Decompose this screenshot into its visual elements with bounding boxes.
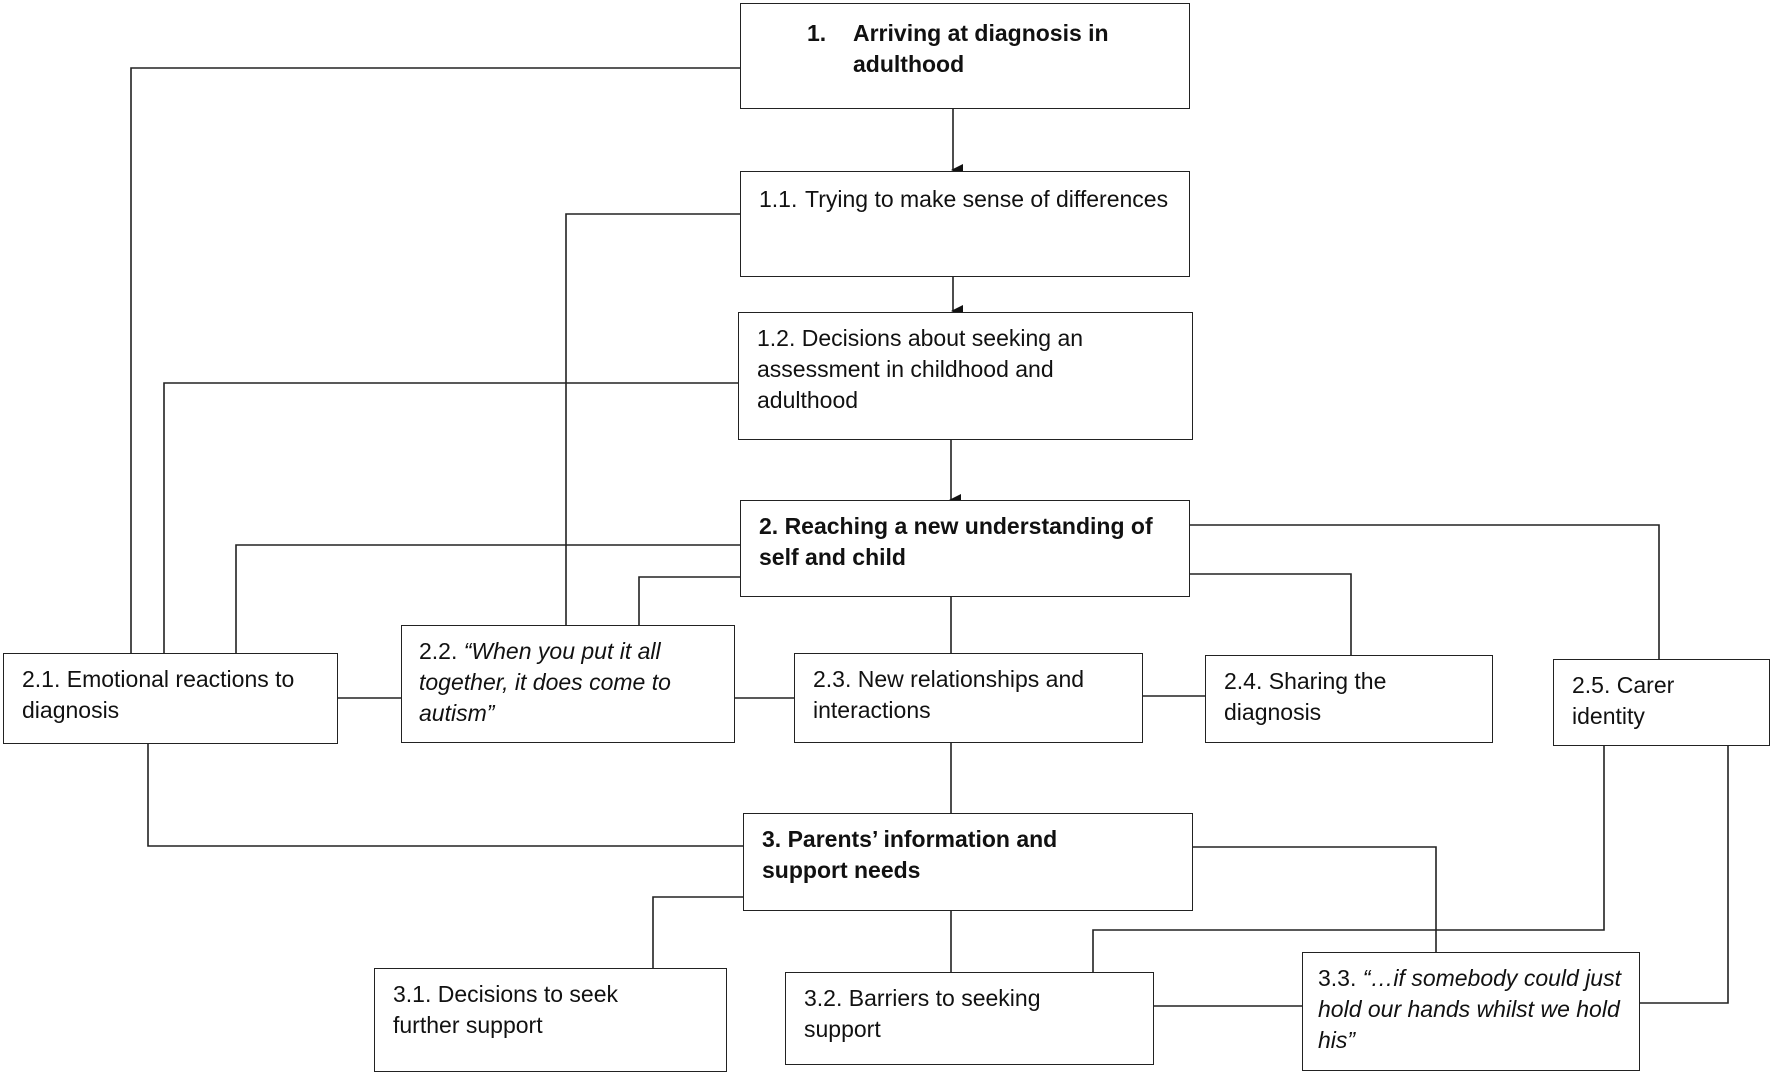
connector-3-to-3-3: [1193, 846, 1437, 952]
node-1-1-making-sense: 1.1. Trying to make sense of differences: [740, 171, 1190, 277]
node-2-4-text: 2.4. Sharing the diagnosis: [1224, 668, 1387, 725]
node-1-number: 1.: [807, 20, 827, 46]
node-3-3-number: 3.3.: [1318, 965, 1363, 991]
node-1-1-text: Trying to make sense of differences: [805, 186, 1169, 212]
node-2-3-text: 2.3. New relationships and interactions: [813, 666, 1085, 723]
node-1-2-text: 1.2. Decisions about seeking an assessme…: [757, 325, 1084, 413]
node-2-1-text: 2.1. Emotional reactions to diagnosis: [22, 666, 295, 723]
node-2-2-quote-autism: 2.2. “When you put it all together, it d…: [401, 625, 735, 743]
node-3-1-further-support: 3.1. Decisions to seek further support: [374, 968, 727, 1072]
connector-2-to-2-4: [1190, 573, 1352, 655]
node-2-5-text: 2.5. Carer identity: [1572, 672, 1675, 729]
node-2-5-carer-identity: 2.5. Carer identity: [1553, 659, 1770, 746]
connector-3-to-3-1: [652, 896, 743, 968]
node-2-2-number: 2.2.: [419, 638, 464, 664]
node-2-1-emotional-reactions: 2.1. Emotional reactions to diagnosis: [3, 653, 338, 744]
node-2-3-new-relationships: 2.3. New relationships and interactions: [794, 653, 1143, 743]
connector-1-2-to-2-1: [163, 382, 738, 653]
node-1-1-number: 1.1.: [759, 186, 798, 212]
node-3-3-quote: “…if somebody could just hold our hands …: [1318, 965, 1621, 1053]
node-2-2-quote: “When you put it all together, it does c…: [419, 638, 671, 726]
connector-2-1-to-3: [147, 744, 743, 847]
connector-2-to-2-2: [638, 576, 740, 625]
connector-2-to-2-1: [235, 544, 740, 653]
node-3-2-text: 3.2. Barriers to seeking support: [804, 985, 1041, 1042]
node-2-new-understanding: 2. Reaching a new understanding of self …: [740, 500, 1190, 597]
connector-2-5-to-3-2: [1092, 746, 1605, 972]
node-3-1-text: 3.1. Decisions to seek further support: [393, 981, 619, 1038]
connector-2-5-to-3-3: [1640, 746, 1729, 1004]
connector-1-to-2-1: [130, 67, 740, 653]
node-3-information-support: 3. Parents’ information and support need…: [743, 813, 1193, 911]
node-1-text: Arriving at diagnosis in adulthood: [853, 20, 1109, 77]
node-3-3-quote-hold-hands: 3.3. “…if somebody could just hold our h…: [1302, 952, 1640, 1071]
node-3-text: 3. Parents’ information and support need…: [762, 826, 1058, 883]
node-3-2-barriers: 3.2. Barriers to seeking support: [785, 972, 1154, 1065]
node-2-4-sharing-diagnosis: 2.4. Sharing the diagnosis: [1205, 655, 1493, 743]
node-1-arriving-at-diagnosis: 1. Arriving at diagnosis in adulthood: [740, 3, 1190, 109]
node-2-text: 2. Reaching a new understanding of self …: [759, 513, 1153, 570]
node-1-2-decisions-assessment: 1.2. Decisions about seeking an assessme…: [738, 312, 1193, 440]
connector-2-to-2-5: [1190, 524, 1660, 659]
connector-1-1-to-2-2: [565, 213, 740, 625]
